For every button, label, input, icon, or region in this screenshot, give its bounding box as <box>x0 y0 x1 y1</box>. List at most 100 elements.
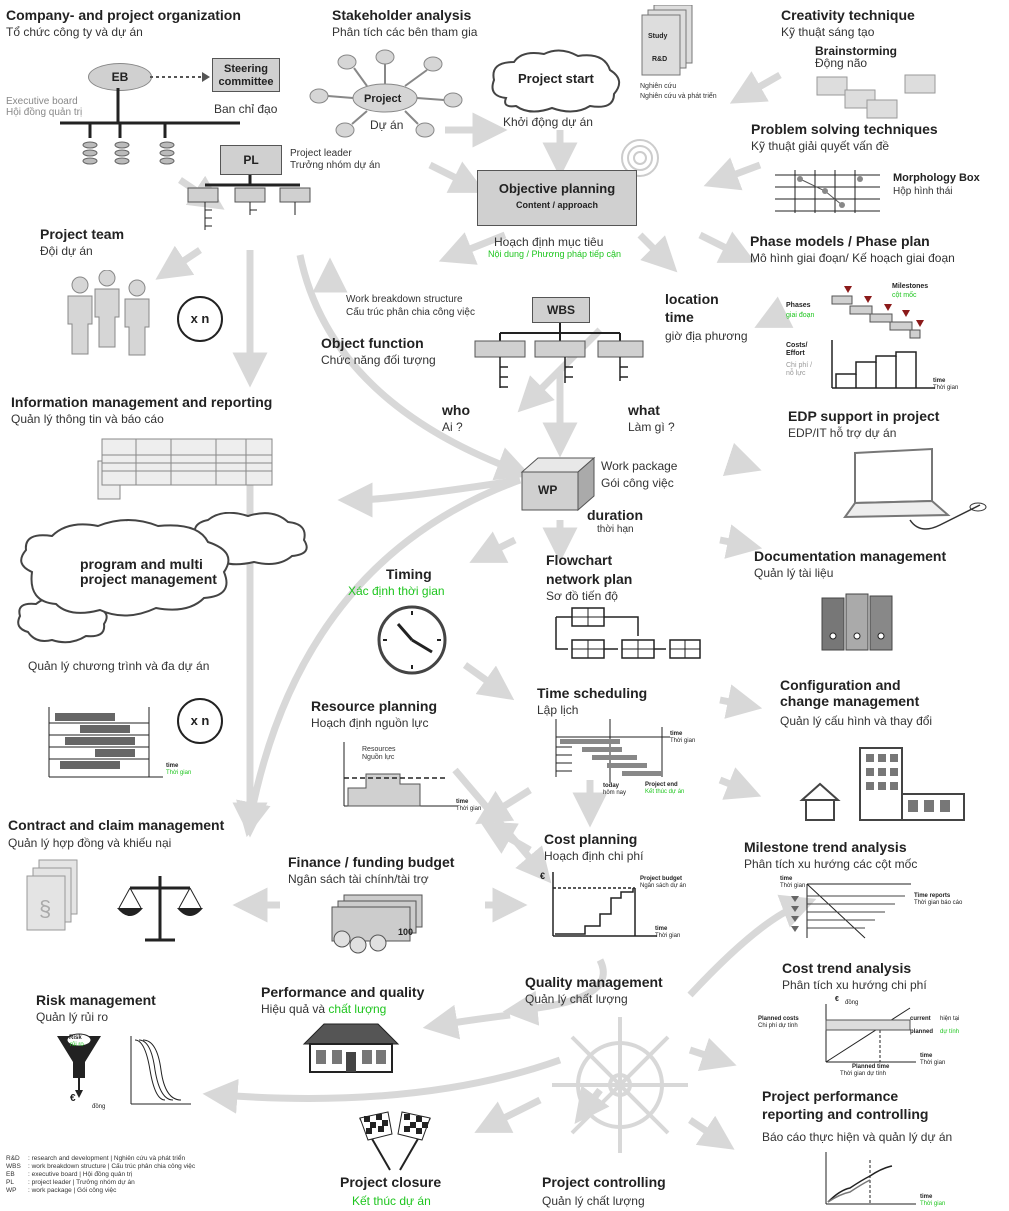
wp-subtitle: Gói công việc <box>601 476 674 490</box>
costs-vi: Chi phí / nỗ lực <box>786 362 813 377</box>
ct-time-vi: Thời gian <box>920 1060 946 1066</box>
wbs-tree-icon <box>474 323 644 388</box>
cost-time-label: time <box>655 926 668 932</box>
legend-text: : executive board | Hội đồng quản trị <box>28 1171 133 1178</box>
flowchart-title: Flowchart <box>546 552 613 568</box>
cost-planning-title: Cost planning <box>544 831 638 847</box>
risk-dong: đồng <box>92 1104 106 1110</box>
project-end-label: Project end <box>645 782 678 788</box>
target-icon <box>621 139 659 177</box>
time-reports-vi: Thời gian báo cáo <box>914 900 963 906</box>
work-package-cube-icon <box>520 456 596 512</box>
dotted-arrow-icon <box>150 72 210 82</box>
network-plan-title: network plan <box>546 571 633 587</box>
org-tree-icon <box>60 88 240 165</box>
rnd-vi-1: Nghiên cứu <box>640 83 677 90</box>
cost-planning-chart <box>552 872 657 937</box>
milestone-trend-chart <box>791 883 911 939</box>
sched-time-label: time <box>670 731 683 737</box>
sched-time-vi: Thời gian <box>670 738 696 744</box>
team-multiplier: x n <box>177 296 223 342</box>
executive-board-label: Executive board <box>6 96 78 107</box>
brainstorming-cards-icon <box>816 74 936 119</box>
multi-project-gantt-icon <box>48 707 163 778</box>
cost-time-vi: Thời gian <box>655 933 681 939</box>
performance-subtitle-a: Hiệu quả và <box>261 1002 329 1016</box>
rnd-label: R&D <box>652 56 668 63</box>
risk-funnel-vi: rủi ro <box>70 1042 84 1048</box>
multi-project-clouds-icon <box>17 512 308 644</box>
creativity-subtitle: Kỹ thuật sáng tạo <box>781 25 875 39</box>
project-end-vi: Kết thúc dự án <box>645 789 685 795</box>
wbs-subtitle: Cấu trúc phân chia công việc <box>346 307 475 318</box>
milestone-trend-subtitle: Phân tích xu hướng các cột mốc <box>744 857 918 871</box>
money-icon <box>331 894 423 954</box>
finance-title: Finance / funding budget <box>288 854 455 870</box>
cost-euro-label: € <box>540 871 546 881</box>
objective-planning-vi: Hoạch định mục tiêu <box>494 235 604 249</box>
current-vi: hiện tại <box>940 1016 960 1022</box>
today-label: today <box>603 783 620 789</box>
resources-label: Resources <box>362 746 396 753</box>
documentation-subtitle: Quản lý tài liệu <box>754 566 834 580</box>
project-budget-vi: Ngân sách dự án <box>640 883 687 889</box>
planned-time-label: Planned time <box>852 1064 890 1070</box>
stakeholder-subtitle: Phân tích các bên tham gia <box>332 25 478 39</box>
steering-committee-box: Steering committee <box>212 58 280 92</box>
phases-label: Phases <box>786 302 811 309</box>
today-vi: hôm nay <box>603 790 627 796</box>
eb-node: EB <box>88 63 152 91</box>
project-leader-label: Project leader <box>290 148 352 159</box>
project-start-cloud-icon <box>491 49 621 113</box>
flowchart-vi: Sơ đồ tiến độ <box>546 589 618 603</box>
performance-title: Performance and quality <box>261 984 425 1000</box>
project-budget-label: Project budget <box>640 876 683 882</box>
performance-subtitle-b: chất lượng <box>328 1002 387 1016</box>
mta-time-label: time <box>780 876 793 882</box>
wbs-title: Work breakdown structure <box>346 294 463 305</box>
timing-vi: Xác định thời gian <box>348 584 445 598</box>
stakeholder-project-vi: Dự án <box>370 118 404 132</box>
phase-plan-chart <box>831 286 935 389</box>
edp-subtitle: EDP/IT hỗ trợ dự án <box>788 426 897 440</box>
objective-planning-content: Content / approach <box>515 200 598 210</box>
configuration-title: Configuration and <box>780 677 901 693</box>
multi-project-multiplier: x n <box>177 698 223 744</box>
resource-time-label: time <box>456 799 469 805</box>
cost-trend-chart <box>825 1004 916 1063</box>
quality-subtitle: Quản lý chất lượng <box>525 992 628 1006</box>
project-team-title: Project team <box>40 226 125 242</box>
what-vi: Làm gì ? <box>628 420 675 434</box>
checkered-flags-icon <box>359 1111 431 1171</box>
phase-time-vi: Thời gian <box>933 385 959 391</box>
planned-costs-vi: Chi phí dự tính <box>758 1023 798 1029</box>
laptop-icon <box>843 447 987 530</box>
morphology-box-title: Morphology Box <box>893 172 980 184</box>
contract-title: Contract and claim management <box>8 817 225 833</box>
legend-row: R&D: research and development | Nghiên c… <box>6 1155 195 1163</box>
resources-vi: Nguồn lực <box>362 754 395 761</box>
project-start-title: Project start <box>518 71 594 86</box>
legend-abbr: EB <box>6 1171 15 1178</box>
binders-icon <box>821 593 893 651</box>
morphology-box-icon <box>775 170 880 213</box>
project-start-vi: Khởi động dự án <box>503 115 593 129</box>
change-mgmt-title: change management <box>780 693 920 709</box>
who-vi: Ai ? <box>442 420 463 434</box>
stakeholder-project-label: Project <box>364 93 402 105</box>
multi-time-vi: Thời gian <box>166 770 192 776</box>
company-org-subtitle: Tổ chức công ty và dự án <box>6 25 143 39</box>
controlling-title: Project controlling <box>542 1174 666 1190</box>
stakeholder-network-icon <box>309 49 463 138</box>
pl-tree-icon <box>187 175 311 230</box>
legend-abbr: PL <box>6 1179 14 1186</box>
resource-subtitle: Hoạch định nguồn lực <box>311 716 429 730</box>
creativity-title: Creativity technique <box>781 7 915 23</box>
risk-subtitle: Quản lý rủi ro <box>36 1010 109 1024</box>
svg-text:§: § <box>39 896 51 921</box>
wp-title: Work package <box>601 459 678 473</box>
legend-abbr: R&D <box>6 1155 20 1162</box>
brainstorming-title: Brainstorming <box>815 44 898 58</box>
time-title: time <box>665 309 694 325</box>
contract-subtitle: Quản lý hợp đồng và khiếu nại <box>8 836 172 850</box>
